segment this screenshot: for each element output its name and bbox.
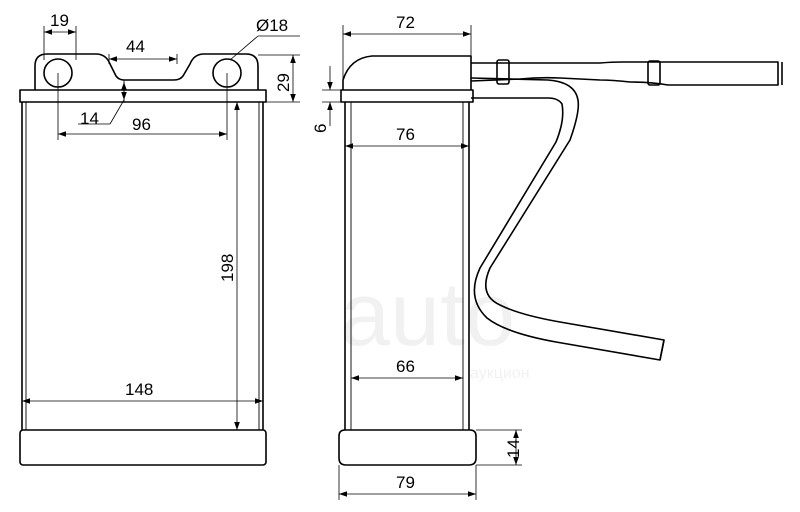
dim-side-bottom-inner: 66 [396, 357, 415, 376]
dim-bottom-tank-height: 14 [504, 439, 523, 458]
side-view [338, 55, 783, 466]
straight-pipe [470, 61, 779, 86]
watermark-sub: аукцион [470, 365, 530, 382]
pipe-clamp-upper [496, 59, 510, 85]
front-top-tank [34, 53, 259, 90]
dim-side-flange: 6 [311, 124, 330, 133]
dim-side-core-width: 76 [396, 125, 415, 144]
dim-pipe-spacing: 96 [132, 115, 151, 134]
dim-bottom-tank-width: 79 [396, 473, 415, 492]
dim-top-gap: 44 [126, 37, 145, 56]
dim-top-lug-width: 19 [50, 11, 69, 30]
side-bottom-tank [338, 429, 477, 466]
side-top-flange [340, 89, 474, 103]
front-bottom-tank [19, 429, 267, 466]
dim-pipe-diameter: Ø18 [256, 16, 288, 35]
dim-top-height: 29 [274, 73, 293, 92]
front-dimensions: 19 44 Ø18 29 14 96 198 148 [22, 11, 300, 430]
side-top-tank [342, 55, 472, 90]
dim-core-height: 198 [218, 254, 237, 282]
side-dimensions: 72 6 76 66 14 79 [311, 13, 523, 500]
dim-neck-height: 14 [80, 109, 99, 128]
bent-pipe-end [659, 339, 665, 361]
front-view [19, 53, 267, 466]
watermark-brand: auto [340, 265, 515, 365]
front-top-flange [19, 89, 267, 103]
dim-side-top-width: 72 [396, 13, 415, 32]
pipe-clamp-right [647, 60, 661, 86]
dim-core-width: 148 [125, 380, 153, 399]
